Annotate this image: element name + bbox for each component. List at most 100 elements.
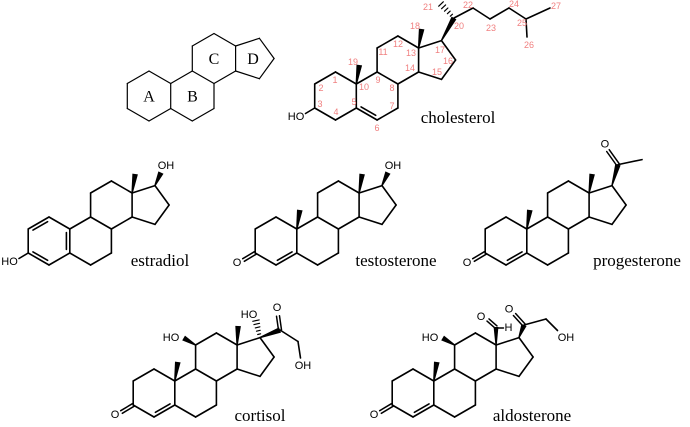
hash-bond [252, 319, 260, 322]
double-bond [608, 148, 620, 165]
bond [295, 216, 319, 230]
bond [191, 32, 215, 47]
ring-label-a: A [143, 89, 155, 106]
bond [295, 252, 319, 266]
carbon-number-2: 2 [318, 83, 323, 93]
bond [236, 368, 261, 378]
bond [259, 336, 275, 358]
bond [412, 404, 435, 418]
bond [588, 184, 613, 194]
bond [313, 107, 337, 121]
bond [588, 216, 613, 226]
carbon-number-20: 20 [454, 21, 464, 31]
double-bond [378, 402, 393, 412]
hash-bond [446, 10, 451, 15]
double-bond [278, 315, 283, 331]
bond [523, 318, 547, 326]
bond [376, 107, 399, 121]
bond [154, 204, 170, 226]
bond [153, 368, 176, 382]
double-bond [241, 250, 256, 260]
bond [505, 216, 528, 230]
bond [48, 252, 71, 266]
carbon-number-11: 11 [378, 47, 387, 57]
atom-label-h18: H [505, 322, 513, 334]
hash-bond [449, 13, 454, 17]
hash-bond [253, 322, 261, 326]
atom-label-oh21: OH [558, 332, 575, 344]
double-bond-inner [413, 403, 430, 414]
bond [525, 252, 549, 266]
bond [69, 252, 92, 266]
bond [254, 216, 277, 230]
bond [236, 336, 261, 346]
molecule-name-testosterone: testosterone [355, 251, 436, 270]
double-bond [275, 315, 280, 331]
bond [191, 107, 215, 122]
wedge-bond [441, 335, 455, 346]
bond [215, 332, 238, 346]
wedge-bond [131, 173, 138, 194]
ring-label-b: B [187, 89, 198, 106]
double-bond [471, 250, 486, 260]
molecule-name-cholesterol: cholesterol [421, 108, 496, 127]
double-bond [243, 253, 257, 263]
wedge-bond [296, 209, 303, 230]
carbon-number-17: 17 [435, 45, 445, 55]
bond [611, 184, 627, 206]
bond [525, 18, 528, 38]
double-bond [473, 253, 487, 263]
bond [611, 204, 627, 226]
bond [453, 332, 477, 346]
bond [213, 70, 237, 85]
bond [279, 329, 299, 343]
carbon-number-27: 27 [551, 1, 561, 11]
bond [474, 332, 497, 346]
bond [313, 71, 337, 85]
bond [275, 216, 298, 230]
bond [110, 216, 133, 230]
wedge-bond [355, 64, 363, 85]
bond [334, 107, 358, 121]
bond [174, 368, 197, 382]
ring-label-c: C [209, 51, 220, 68]
bond [337, 180, 360, 194]
bond [148, 107, 172, 122]
bond [432, 368, 456, 382]
double-bond [488, 318, 498, 327]
bond [69, 216, 92, 230]
bond [417, 39, 443, 49]
bond [355, 71, 378, 85]
bond [131, 184, 156, 194]
bond [518, 336, 534, 358]
bond [358, 184, 383, 194]
bond [545, 318, 559, 332]
wedge-bond [433, 361, 440, 382]
bond [440, 39, 457, 61]
bond [27, 252, 50, 266]
bond [27, 216, 50, 230]
molecule-name-cortisol: cortisol [235, 406, 286, 425]
molecule-name-estradiol: estradiol [131, 251, 190, 270]
bond [417, 71, 443, 81]
bond [355, 107, 378, 121]
bond [453, 368, 477, 382]
carbon-number-24: 24 [509, 0, 519, 9]
bond [235, 70, 260, 80]
atom-label-o20: O [273, 302, 282, 314]
carbon-number-19: 19 [348, 57, 358, 67]
double-bond [486, 320, 496, 329]
bond [170, 70, 193, 85]
carbon-number-13: 13 [406, 48, 416, 58]
bond [89, 252, 113, 266]
double-bond-inner [154, 403, 171, 414]
wedge-bond [174, 361, 181, 382]
bond [489, 7, 510, 20]
wedge-bond [417, 28, 425, 49]
bond [18, 252, 30, 260]
wedge-bond [493, 327, 499, 345]
bond [432, 404, 456, 418]
carbon-number-14: 14 [405, 63, 415, 73]
